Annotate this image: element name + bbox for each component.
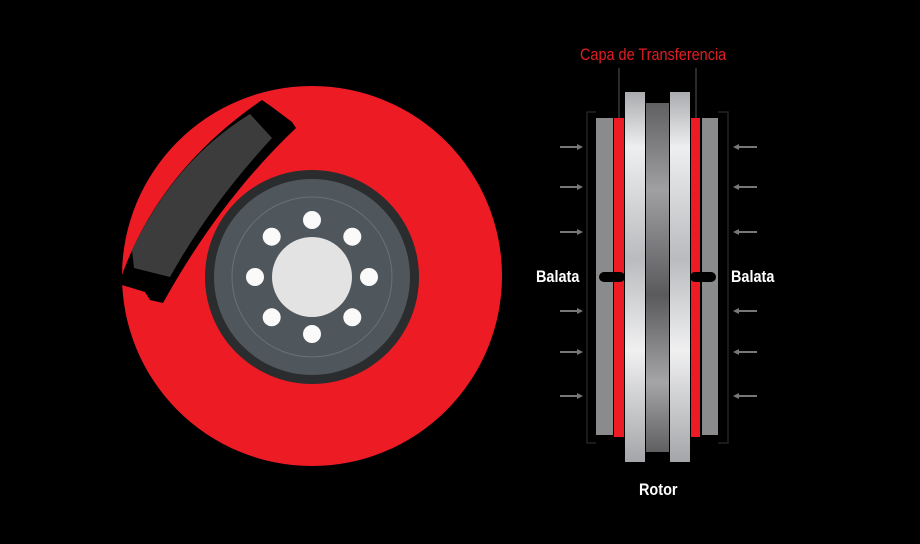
arrow-icon [560, 393, 583, 399]
arrow-icon [560, 349, 583, 355]
pad-slot-right [690, 272, 716, 282]
brake-pad [132, 114, 272, 277]
bolt-hole [360, 268, 378, 286]
arrow-icon [560, 229, 583, 235]
bracket-right [718, 111, 729, 444]
rotor-face-left [625, 92, 645, 462]
arrow-icon [733, 393, 757, 399]
bolt-holes [246, 211, 378, 343]
arrow-icon [733, 349, 757, 355]
bolt-hole [262, 308, 281, 327]
hub-center [272, 237, 352, 317]
hub-groove [231, 196, 393, 358]
arrow-icon [733, 308, 757, 314]
pad-left-label: Balata [536, 267, 580, 286]
pad-right-label: Balata [731, 267, 775, 286]
rotor-core [646, 103, 669, 452]
rotor-face-right [670, 92, 690, 462]
bolt-hole [262, 227, 281, 246]
bolt-hole [303, 211, 321, 229]
bracket-left [586, 111, 596, 444]
pad-slot-left [599, 272, 625, 282]
transfer-layer-label: Capa de Transferencia [580, 45, 727, 64]
arrow-icon [560, 144, 583, 150]
bolt-hole [246, 268, 264, 286]
bolt-hole [343, 308, 362, 327]
arrow-icon [560, 184, 583, 190]
arrow-icon [733, 229, 757, 235]
rotor-label: Rotor [639, 480, 678, 499]
bolt-hole [343, 227, 362, 246]
pressure-arrows [560, 144, 757, 399]
arrow-icon [733, 184, 757, 190]
arrow-icon [560, 308, 583, 314]
bolt-hole [303, 325, 321, 343]
arrow-icon [733, 144, 757, 150]
